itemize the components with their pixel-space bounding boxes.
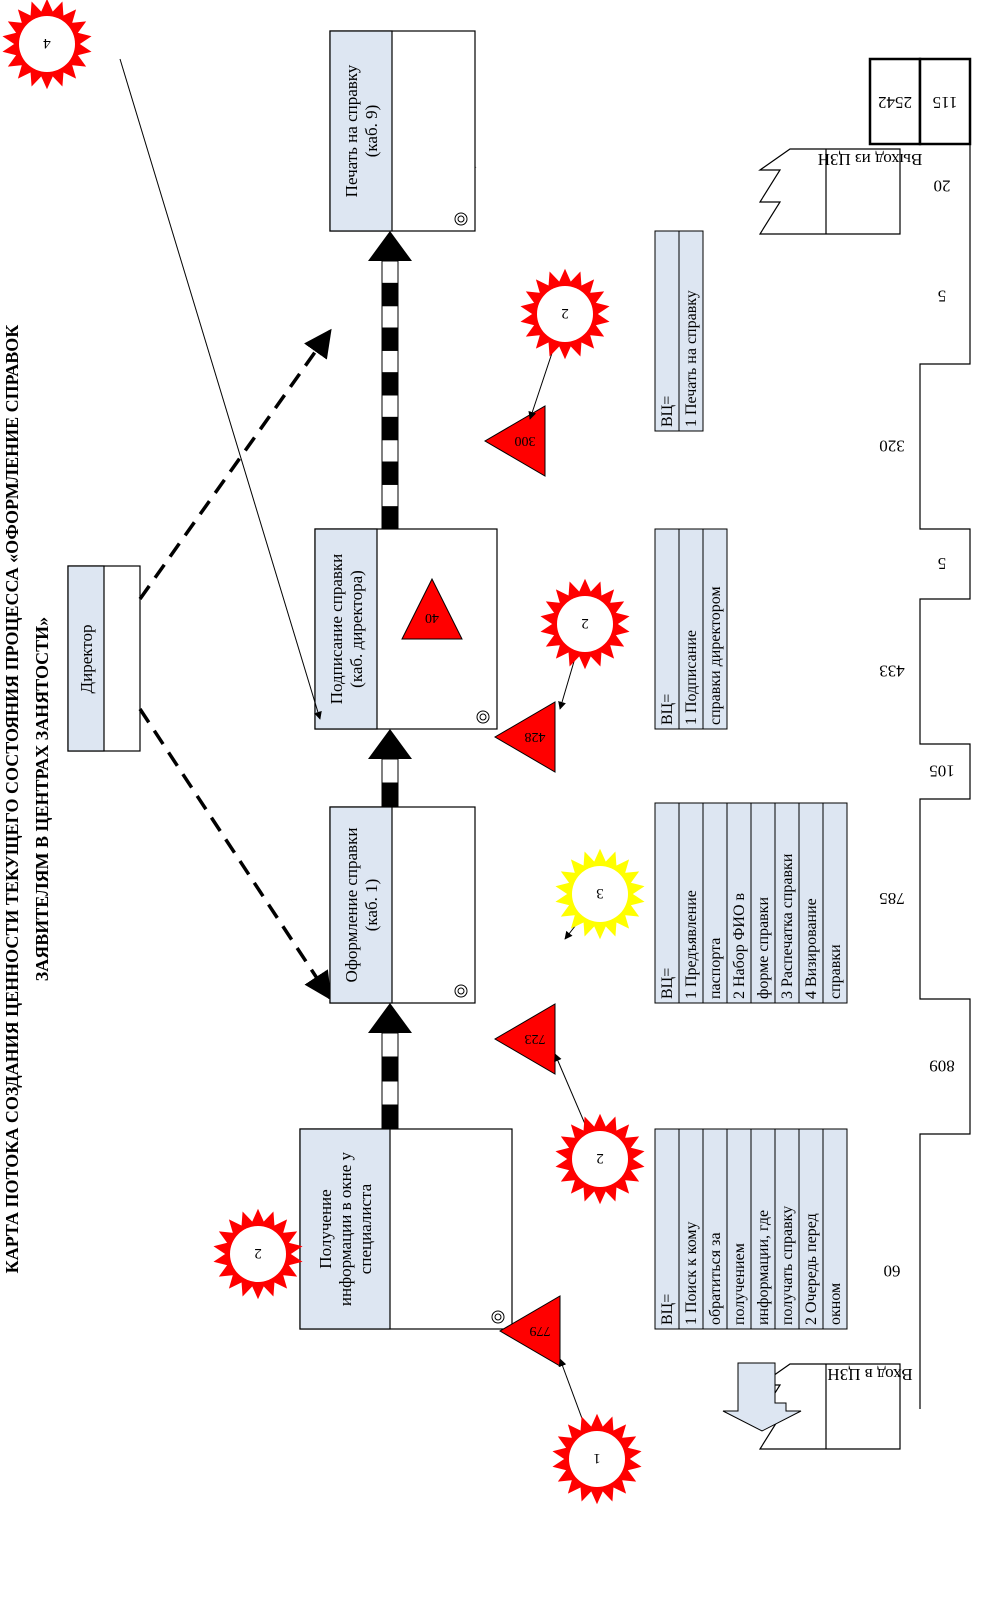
- burst-label: 2: [596, 1150, 604, 1166]
- dashed-link-director-p4: [138, 328, 332, 601]
- timeline-totals: 2542 115: [868, 57, 972, 146]
- timeline-value: 320: [879, 437, 905, 456]
- burst-icon-6: 2: [520, 268, 610, 420]
- operator-icon: [454, 984, 468, 998]
- timeline-value: 809: [929, 1057, 955, 1076]
- value-list-row: справки директором: [707, 586, 724, 725]
- timeline-value: 20: [934, 177, 951, 196]
- burst-label: 4: [43, 35, 51, 51]
- process-4-title-line: Печать на справку: [342, 64, 361, 197]
- inventory-triangle-1: 779: [499, 1295, 561, 1367]
- burst-label: 1: [593, 1450, 601, 1466]
- exit-label: Выход из ЦЗН: [818, 150, 923, 169]
- value-list-4: ВЦ= 1 Печать на справку: [654, 230, 704, 432]
- process-1-title-line: специалиста: [356, 1183, 375, 1274]
- value-list-row: форме справки: [755, 897, 772, 999]
- inventory-value: 300: [515, 433, 536, 448]
- value-list-row: 3 Распечатка справки: [779, 853, 796, 999]
- value-list-row: справки: [827, 944, 844, 999]
- timeline-value: 5: [938, 287, 947, 306]
- burst-label: 3: [596, 885, 604, 901]
- timeline-value: 785: [879, 889, 905, 908]
- value-list-row: 4 Визирование: [803, 898, 820, 999]
- value-list-row: 1 Предъявление: [683, 890, 700, 999]
- process-2-title-line: Оформление справки: [342, 828, 361, 983]
- value-list-row: ВЦ=: [659, 396, 676, 427]
- value-list-2: ВЦ= 1 Предъявление паспорта 2 Набор ФИО в фо…: [654, 802, 848, 1004]
- process-1-title-line: информации в окне у: [336, 1151, 355, 1306]
- operator-icon: [491, 1310, 505, 1324]
- burst-label: 2: [561, 305, 569, 321]
- value-list-row: ВЦ=: [659, 694, 676, 725]
- process-box-2: Оформление справки(каб. 1): [329, 806, 476, 1004]
- burst-icon-1: 1: [552, 1358, 642, 1505]
- process-box-4: Печать на справку(каб. 9): [329, 30, 476, 232]
- timeline-value: 5: [938, 554, 947, 573]
- value-list-row: получать справку: [779, 1206, 796, 1325]
- timeline-value: 105: [929, 762, 955, 781]
- entry-label: Вход в ЦЗН: [827, 1365, 912, 1384]
- value-list-row: 1 Поиск к кому: [683, 1221, 700, 1325]
- inventory-value: 723: [525, 1031, 546, 1046]
- process-box-3: Подписание справки(каб. директора) 40: [314, 528, 498, 730]
- value-list-row: 1 Подписание: [683, 630, 700, 725]
- burst-icon-5: 2: [540, 578, 630, 710]
- inventory-triangle-4: 300: [484, 405, 546, 477]
- push-flow-arrow-2: [368, 729, 412, 808]
- timeline-value: 433: [879, 662, 905, 681]
- value-list-row: получением: [731, 1243, 748, 1325]
- value-list-row: 2 Набор ФИО в: [731, 892, 748, 999]
- timeline-value: 60: [884, 1262, 901, 1281]
- title-line-2: ЗАЯВИТЕЛЯМ В ЦЕНТРАХ ЗАНЯТОСТИ»: [32, 617, 52, 981]
- operator-icon: [454, 212, 468, 226]
- title-line-1: КАРТА ПОТОКА СОЗДАНИЯ ЦЕННОСТИ ТЕКУЩЕГО …: [2, 325, 22, 1274]
- value-list-row: 2 Очередь перед: [803, 1213, 820, 1325]
- total-lead-time: 2542: [878, 93, 912, 112]
- burst-icon-7: 4: [2, 0, 92, 90]
- value-list-row: 1 Печать на справку: [683, 290, 700, 427]
- value-list-3: ВЦ= 1 Подписание справки директором: [654, 528, 728, 730]
- burst-4-connector: [119, 58, 322, 720]
- process-3-title-line: Подписание справки: [327, 554, 346, 705]
- inventory-value: 779: [530, 1323, 551, 1338]
- operator-icon: [476, 710, 490, 724]
- value-list-row: паспорта: [707, 938, 724, 999]
- timeline-ladder: [919, 144, 971, 1409]
- burst-label: 2: [254, 1245, 262, 1261]
- director-box: Директор: [67, 565, 141, 752]
- director-label: Директор: [77, 625, 96, 694]
- value-list-row: информации, где: [755, 1210, 772, 1325]
- value-list-row: обратиться за: [707, 1232, 724, 1325]
- value-list-1: ВЦ= 1 Поиск к кому обратиться за получением…: [654, 1128, 848, 1330]
- value-list-row: окном: [827, 1283, 844, 1325]
- burst-label: 2: [581, 615, 589, 631]
- inventory-inner-triangle: [401, 577, 463, 640]
- burst-icon-3: 2: [554, 1053, 645, 1205]
- process-3-title-line: (каб. директора): [347, 570, 366, 688]
- push-flow-arrow-3: [368, 231, 412, 530]
- inventory-value: 428: [525, 729, 546, 744]
- push-flow-arrow-1: [368, 1003, 412, 1130]
- push-arrow-entry: [722, 1362, 802, 1432]
- burst-icon-4: 3: [555, 848, 645, 940]
- value-list-row: ВЦ=: [659, 968, 676, 999]
- entry-factory-icon: Вход в ЦЗН: [758, 1363, 913, 1450]
- inventory-inner-value: 40: [425, 610, 439, 625]
- value-list-row: ВЦ=: [659, 1294, 676, 1325]
- process-1-title-line: Получение: [316, 1189, 335, 1268]
- burst-icon-2: 2: [213, 1208, 303, 1300]
- process-2-title-line: (каб. 1): [362, 879, 381, 932]
- exit-factory-icon: Выход из ЦЗН: [758, 148, 923, 235]
- inventory-triangle-2: 723: [494, 1003, 556, 1075]
- process-4-title-line: (каб. 9): [362, 105, 381, 158]
- inventory-triangle-3: 428: [494, 701, 556, 773]
- total-process-time: 115: [933, 93, 958, 112]
- dashed-link-director-p2: [138, 708, 332, 1001]
